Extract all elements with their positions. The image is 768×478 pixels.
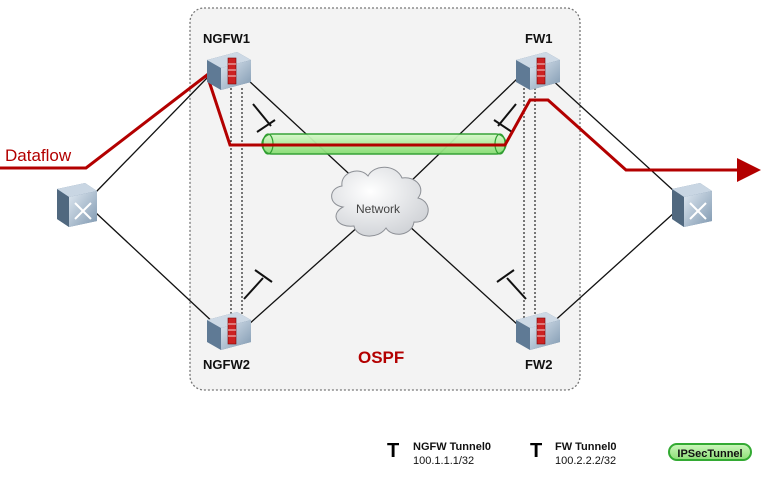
legend-ipsec-tunnel: IPSecTunnel	[668, 443, 752, 461]
firewall-icon	[516, 312, 560, 350]
legend-fw-tunnel-title: FW Tunnel0	[555, 441, 617, 453]
dataflow-path	[0, 72, 761, 182]
network-label: Network	[356, 202, 401, 216]
switch-icon	[672, 183, 712, 227]
tunnel-interface-icon	[243, 269, 273, 300]
tunnel-interface-icon	[252, 103, 276, 133]
cloud-icon	[331, 166, 429, 237]
firewall-icon	[516, 52, 560, 90]
links	[94, 77, 676, 326]
tunnel-interface-icon	[493, 103, 517, 133]
dataflow-label: Dataflow	[5, 146, 72, 165]
device-label-fw1: FW1	[525, 31, 553, 46]
firewall-icon	[207, 312, 251, 350]
device-label-ngfw2: NGFW2	[203, 357, 250, 372]
legend-ngfw-tunnel-ip: 100.1.1.1/32	[413, 455, 475, 467]
tunnel-interface-icon: T	[387, 440, 400, 462]
device-label-ngfw1: NGFW1	[203, 31, 250, 46]
tunnel-interface-icon: T	[530, 440, 543, 462]
legend-fw-tunnel-ip: 100.2.2.2/32	[555, 455, 617, 467]
ospf-area-label: OSPF	[358, 348, 405, 367]
firewall-icon	[207, 52, 251, 90]
device-label-fw2: FW2	[525, 357, 553, 372]
tunnel-interface-icon	[496, 269, 527, 300]
legend-ngfw-tunnel-title: NGFW Tunnel0	[413, 441, 492, 453]
switch-icon	[57, 183, 97, 227]
